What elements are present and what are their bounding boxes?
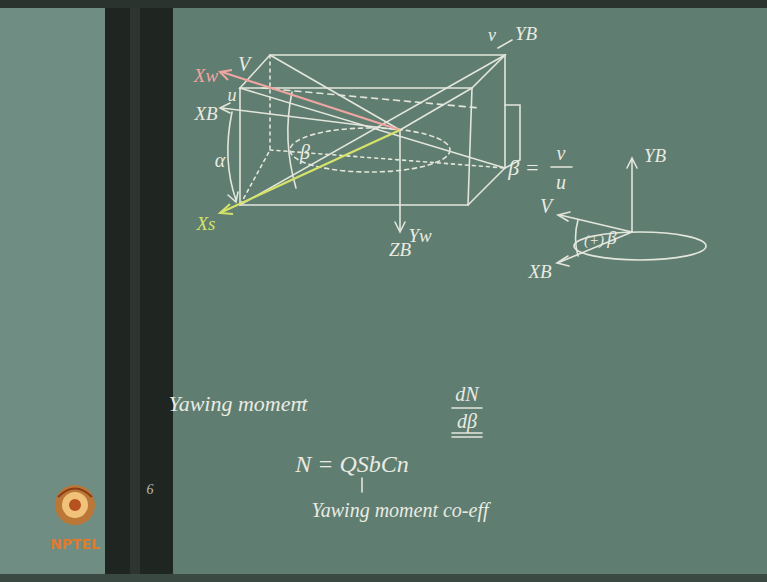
top-frame bbox=[0, 0, 767, 8]
chalk-label: β bbox=[607, 228, 616, 249]
chalk-label: N = QSbCn bbox=[295, 451, 409, 477]
chalk-label: YB bbox=[515, 24, 537, 45]
sideslip-sketch bbox=[298, 158, 706, 492]
chalk-label: u bbox=[228, 86, 237, 106]
chalk-label: dβ bbox=[457, 410, 477, 432]
chalk-label: Yawing moment bbox=[168, 392, 307, 416]
chalk-label: ZB bbox=[389, 240, 411, 261]
chalk-label: dN bbox=[455, 383, 478, 405]
chalk-label: V bbox=[540, 195, 552, 217]
stability-axis-arrowhead bbox=[220, 204, 233, 214]
frame-edge bbox=[130, 0, 140, 582]
chalk-label: XB bbox=[528, 262, 551, 283]
chalk-label: XB bbox=[194, 104, 217, 125]
chalk-label: v bbox=[488, 26, 496, 46]
chalk-label: u bbox=[556, 171, 566, 193]
chalk-label: β bbox=[300, 141, 310, 163]
chalk-label: (+) bbox=[584, 232, 604, 249]
velocity-line bbox=[222, 72, 400, 130]
nptel-logo bbox=[55, 485, 95, 525]
velocity-arrowhead bbox=[220, 70, 232, 80]
chalk-label: YB bbox=[644, 146, 666, 167]
chalk-label: Yw bbox=[408, 226, 431, 247]
chalk-label: v bbox=[557, 142, 566, 164]
chalk-label: Xs bbox=[197, 214, 216, 235]
chalk-label: Xw bbox=[194, 66, 218, 87]
chalk-label: Yawing moment co-eff bbox=[311, 499, 488, 521]
bottom-frame bbox=[0, 574, 767, 582]
aircraft-box bbox=[220, 40, 520, 232]
board-frame bbox=[105, 0, 173, 582]
chalk-label: NPTEL bbox=[50, 537, 100, 552]
side-board bbox=[0, 0, 105, 582]
chalk-label: α bbox=[215, 149, 226, 171]
chalk-label: β = bbox=[508, 156, 539, 180]
chalk-label: V bbox=[238, 53, 250, 75]
chalk-label: 6 bbox=[147, 482, 154, 497]
stability-axis-line bbox=[222, 130, 400, 212]
